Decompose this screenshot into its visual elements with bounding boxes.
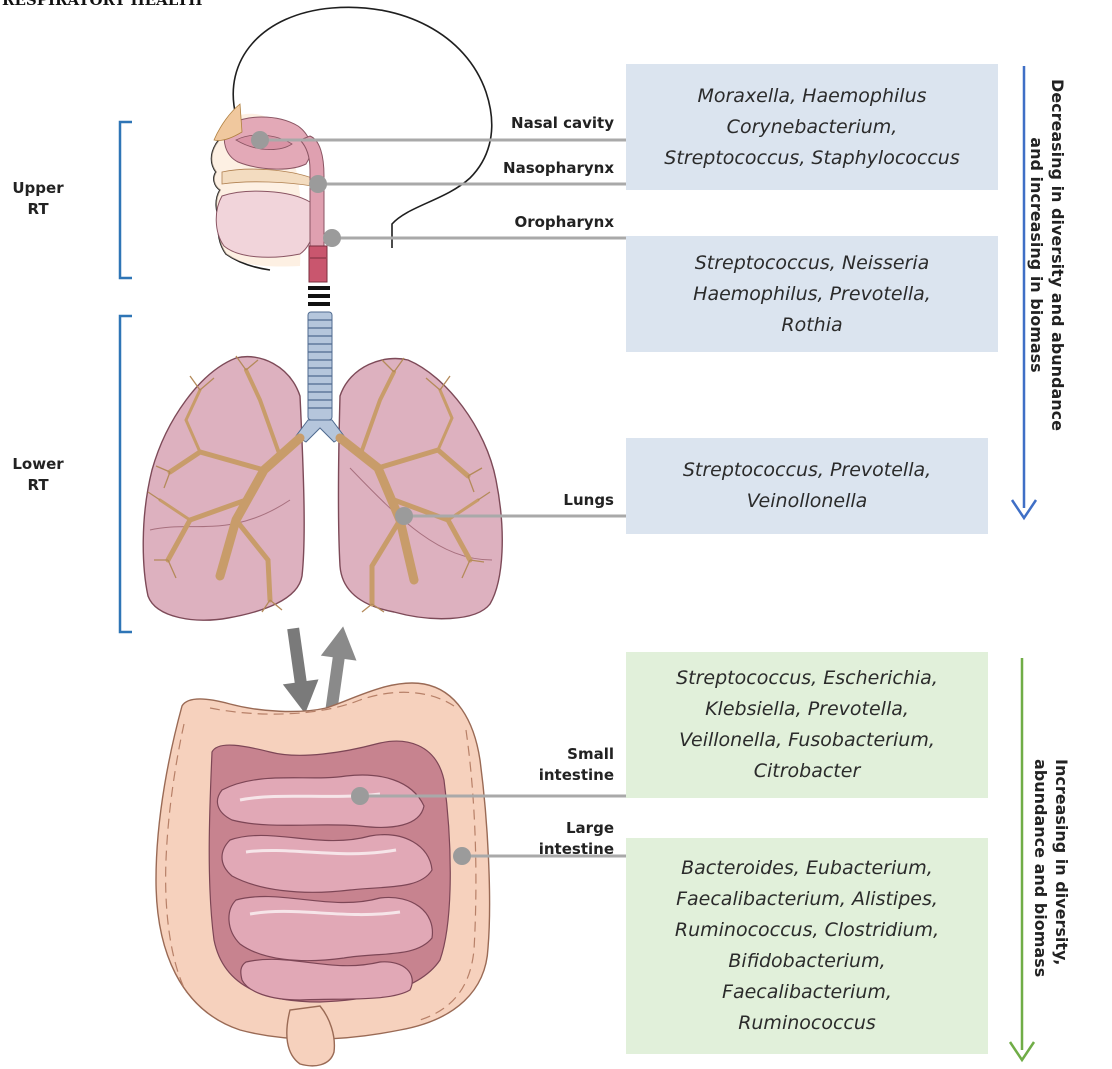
lower-rt-label: Lower RT: [6, 454, 70, 496]
oropharynx-dot: [323, 229, 341, 247]
lower-rt-bracket: [120, 316, 132, 632]
small-intestine-taxa-box: Streptococcus, Escherichia, Klebsiella, …: [626, 652, 988, 798]
small-intestine-label: Small intestine: [470, 744, 614, 786]
lungs-label: Lungs: [470, 490, 614, 511]
break-mark: [308, 286, 330, 306]
left-lung: [339, 359, 503, 619]
large-intestine-label: Large intestine: [470, 818, 614, 860]
taxa-line: Rothia: [781, 310, 842, 341]
taxa-line: Faecalibacterium,: [722, 977, 892, 1008]
upper-rt-bracket: [120, 122, 132, 278]
trachea-upper: [309, 246, 327, 282]
taxa-line: Streptococcus, Escherichia,: [676, 663, 938, 694]
taxa-line: Corynebacterium,: [727, 112, 898, 143]
taxa-line: Bacteroides, Eubacterium,: [681, 853, 933, 884]
lungs-taxa-box: Streptococcus, Prevotella, Veinollonella: [626, 438, 988, 534]
gut-illustration: [156, 683, 490, 1066]
gut-gradient-label: Increasing in diversity, abundance and b…: [1030, 759, 1072, 959]
upper-airway-taxa-box: Moraxella, Haemophilus Corynebacterium, …: [626, 64, 998, 190]
oropharynx-taxa-box: Streptococcus, Neisseria Haemophilus, Pr…: [626, 236, 998, 352]
lungs-dot: [395, 507, 413, 525]
large-intestine-dot: [453, 847, 471, 865]
taxa-line: Streptococcus, Staphylococcus: [664, 143, 959, 174]
taxa-line: Streptococcus, Prevotella,: [683, 455, 931, 486]
nasal-cavity-label: Nasal cavity: [470, 113, 614, 134]
down-arrow: [275, 626, 323, 716]
taxa-line: Klebsiella, Prevotella,: [705, 694, 909, 725]
oropharynx-label: Oropharynx: [470, 212, 614, 233]
tongue-mouth: [216, 191, 314, 257]
lungs-illustration: [143, 312, 502, 620]
header-fragment: RESPIRATORY HEALTH: [2, 0, 202, 9]
taxa-line: Ruminococcus: [738, 1008, 876, 1039]
taxa-line: Ruminococcus, Clostridium,: [675, 915, 939, 946]
upper-rt-label: Upper RT: [6, 178, 70, 220]
nasopharynx-label: Nasopharynx: [470, 158, 614, 179]
taxa-line: Faecalibacterium, Alistipes,: [676, 884, 938, 915]
large-intestine-taxa-box: Bacteroides, Eubacterium, Faecalibacteri…: [626, 838, 988, 1054]
nasal-cavity-dot: [251, 131, 269, 149]
taxa-line: Moraxella, Haemophilus: [697, 81, 926, 112]
taxa-line: Citrobacter: [754, 756, 861, 787]
right-lung: [143, 357, 304, 621]
taxa-line: Bifidobacterium,: [728, 946, 885, 977]
taxa-line: Streptococcus, Neisseria: [695, 248, 930, 279]
nasopharynx-dot: [309, 175, 327, 193]
taxa-line: Haemophilus, Prevotella,: [693, 279, 931, 310]
respiratory-gradient-label: Decreasing in diversity and abundance an…: [1026, 75, 1068, 435]
trachea: [296, 312, 344, 442]
small-intestine-dot: [351, 787, 369, 805]
taxa-line: Veinollonella: [747, 486, 868, 517]
taxa-line: Veillonella, Fusobacterium,: [679, 725, 935, 756]
